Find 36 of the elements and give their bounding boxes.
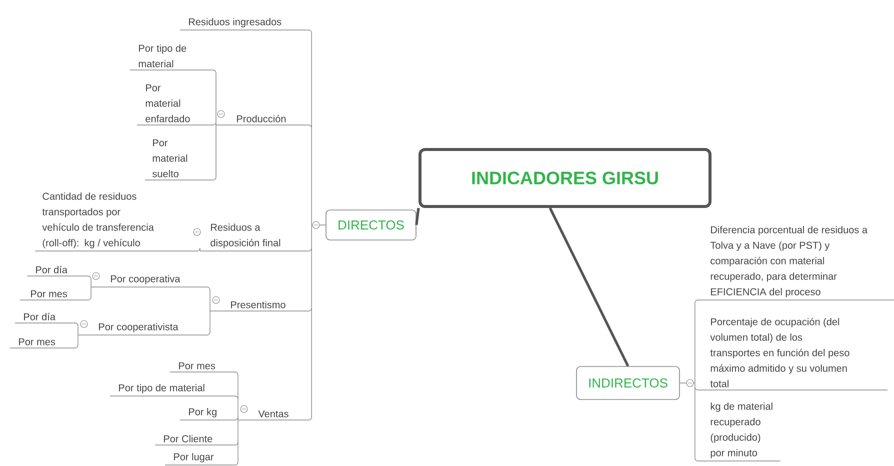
subtopic-label: Por tipo de material bbox=[110, 384, 234, 396]
connector-line bbox=[86, 276, 92, 300]
subtopic-label: Por Cliente bbox=[154, 434, 234, 446]
subtopic-label: Residuos ingresados bbox=[180, 18, 308, 30]
subtopic-label: Por mes bbox=[10, 338, 74, 348]
subtopic-label: Por kg bbox=[180, 408, 234, 420]
subtopic-label: Por mes bbox=[170, 362, 234, 372]
connector-line bbox=[205, 286, 210, 336]
subtopic-label: Por tipo de material bbox=[130, 44, 212, 70]
connector-line bbox=[211, 70, 216, 180]
connector-line bbox=[190, 248, 200, 252]
subtopic-label: Por cooperativa bbox=[90, 274, 206, 288]
connector-line bbox=[233, 372, 238, 466]
subtopic-label: Residuos a disposición final bbox=[200, 223, 308, 252]
subtopic-label: Producción bbox=[216, 114, 308, 126]
subtopic-label: Por material suelto bbox=[144, 139, 212, 180]
connector-line bbox=[73, 322, 78, 348]
connector-line bbox=[680, 300, 700, 462]
connector-line bbox=[307, 30, 326, 420]
title-box: INDICADORES GIRSU bbox=[418, 148, 712, 208]
subtopic-label: kg de material recuperado (producido) por minuto bbox=[700, 402, 781, 462]
topic-box: DIRECTOS bbox=[326, 210, 416, 240]
connector-line bbox=[548, 207, 630, 367]
subtopic-label: Diferencia porcentual de residuos a Tolva y a Nave (por PST) y comparación con material recuperado, para determinar EFICIENCIA del proceso bbox=[700, 226, 894, 300]
subtopic-label: Cantidad de residuos transportados por vehículo de transferencia (roll-off): kg / vehículo bbox=[34, 192, 191, 252]
subtopic-label: Porcentaje de ocupación (del volumen total) de los transportes en función del peso máximo admitido y su volumen total bbox=[700, 318, 888, 390]
topic-box: INDIRECTOS bbox=[576, 366, 680, 400]
connector-line bbox=[415, 208, 420, 226]
subtopic-label: Por cooperativista bbox=[78, 322, 206, 336]
subtopic-label: Por día bbox=[26, 266, 87, 276]
subtopic-label: Presentismo bbox=[210, 300, 308, 312]
subtopic-label: Ventas bbox=[238, 410, 308, 420]
subtopic-label: Por mes bbox=[20, 290, 87, 300]
subtopic-label: Por material enfardado bbox=[136, 84, 212, 126]
subtopic-label: Por día bbox=[14, 312, 74, 324]
subtopic-label: Por lugar bbox=[164, 452, 234, 466]
